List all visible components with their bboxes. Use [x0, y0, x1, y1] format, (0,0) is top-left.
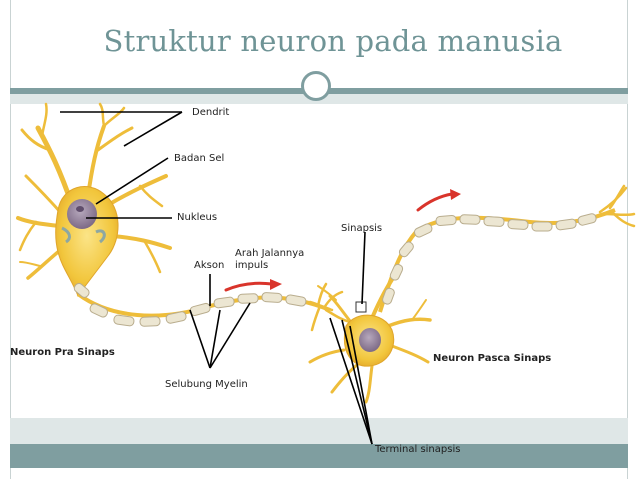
post-axon-myelin: [382, 213, 597, 305]
slide-title: Struktur neuron pada manusia: [103, 24, 563, 58]
impulse-arrow-icon: [224, 192, 454, 292]
label-neuron-pra-sinaps: Neuron Pra Sinaps: [10, 347, 115, 358]
pre-axon-myelin: [73, 282, 307, 327]
label-terminal-sinapsis: Terminal sinapsis: [375, 444, 461, 455]
leader-lines: [60, 111, 373, 445]
label-badan-sel: Badan Sel: [174, 153, 225, 164]
pre-neuron-dendrites: [16, 102, 172, 280]
diagram-canvas: [18, 104, 621, 418]
axon-terminal-branches: [598, 184, 636, 228]
frame-line-right: [627, 0, 628, 479]
label-arah-line2: impuls: [235, 260, 269, 271]
label-sinapsis: Sinapsis: [341, 223, 383, 234]
label-akson: Akson: [194, 260, 225, 271]
footer-light-strip: [10, 418, 628, 444]
arrow-head-1: [270, 279, 282, 290]
pre-neuron-nucleus: [67, 199, 97, 229]
label-arah-line1: Arah Jalannya: [235, 248, 305, 259]
circle-ornament-icon: [301, 71, 331, 101]
label-dendrit: Dendrit: [192, 107, 230, 118]
arrow-head-2: [450, 189, 461, 200]
synapse-box: [355, 301, 367, 313]
label-neuron-pasca-sinaps: Neuron Pasca Sinaps: [433, 353, 552, 364]
frame-line-left: [10, 0, 11, 479]
label-selubung-myelin: Selubung Myelin: [165, 379, 248, 390]
post-neuron-nucleus: [359, 328, 381, 352]
footer-bar: [10, 444, 628, 468]
label-nukleus: Nukleus: [177, 212, 218, 223]
